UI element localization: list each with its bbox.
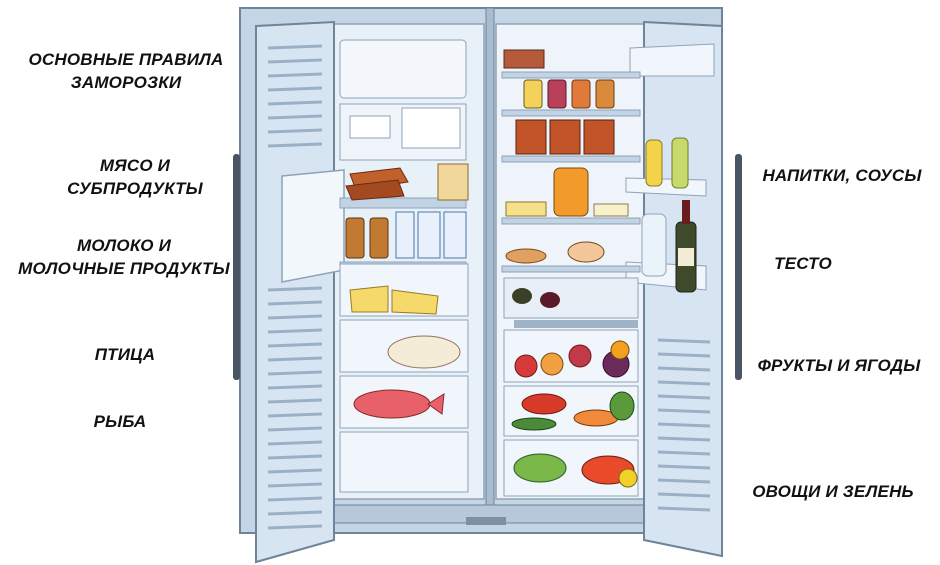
label-vegetables: ОВОЩИ И ЗЕЛЕНЬ: [736, 480, 930, 503]
apple-2: [568, 344, 592, 368]
label-meat-line-2: СУБПРОДУКТЫ: [67, 179, 203, 198]
sauce-bottle-yellow: [645, 139, 663, 187]
label-dough-line-1: ТЕСТО: [774, 254, 832, 273]
center-divider: [485, 7, 495, 524]
label-fruits: ФРУКТЫ И ЯГОДЫ: [742, 354, 936, 377]
fridge-shelf-5: [501, 265, 641, 273]
cheese-1: [349, 285, 389, 313]
ice-tray-right: [401, 107, 461, 149]
fridge-shelf-2: [501, 109, 641, 117]
label-freeze-rules-line-1: ОСНОВНЫЕ ПРАВИЛА: [28, 50, 224, 69]
freezer-door-vents: [267, 44, 323, 530]
cup-2: [549, 119, 581, 155]
milk-carton-2: [417, 211, 441, 259]
label-fish: РЫБА: [70, 410, 170, 433]
control-panel: [514, 320, 638, 328]
dairy-jar-2: [369, 217, 389, 259]
peach: [540, 352, 564, 376]
freezer-top-shelf: [339, 39, 467, 99]
label-poultry: ПТИЦА: [70, 343, 180, 366]
fridge-shelf-3: [501, 155, 641, 163]
juice-jug: [553, 167, 589, 217]
jar-4: [595, 79, 615, 109]
milk-carton-3: [443, 211, 467, 259]
egg-tray: [505, 201, 547, 217]
label-freeze-rules-line-2: ЗАМОРОЗКИ: [70, 73, 182, 92]
label-fruits-line-1: ФРУКТЫ И ЯГОДЫ: [757, 356, 921, 375]
broccoli: [609, 391, 635, 421]
jar-3: [571, 79, 591, 109]
label-dough: ТЕСТО: [748, 252, 858, 275]
label-dairy: МОЛОКО И МОЛОЧНЫЕ ПРОДУКТЫ: [4, 234, 244, 280]
freezer-handle: [233, 154, 240, 380]
fridge-handle: [735, 154, 742, 380]
label-drinks-line-1: НАПИТКИ, СОУСЫ: [762, 166, 922, 185]
cheese-2: [391, 289, 439, 315]
pastry-roll: [567, 241, 605, 263]
label-dairy-line-1: МОЛОКО И: [76, 236, 172, 255]
milk-carton-1: [395, 211, 415, 259]
lemon: [618, 468, 638, 488]
ice-tray-left: [349, 115, 391, 139]
jar-2: [547, 79, 567, 109]
ice-dispenser: [281, 169, 345, 283]
label-dairy-line-2: МОЛОЧНЫЕ ПРОДУКТЫ: [18, 259, 230, 278]
door-bin-top: [629, 43, 715, 77]
label-drinks: НАПИТКИ, СОУСЫ: [748, 164, 936, 187]
dairy-jar-1: [345, 217, 365, 259]
meat-pack-2: [345, 179, 405, 201]
apple-1: [514, 354, 538, 378]
cup-1: [515, 119, 547, 155]
label-meat: МЯСО И СУБПРОДУКТЫ: [40, 154, 230, 200]
freezer-shelf-meat: [339, 197, 467, 209]
plinth-foot: [466, 517, 506, 525]
fish: [353, 389, 431, 419]
label-poultry-line-1: ПТИЦА: [94, 345, 156, 364]
label-vegetables-line-1: ОВОЩИ И ЗЕЛЕНЬ: [752, 482, 914, 501]
wine-bottle-neck: [682, 200, 690, 224]
pastry-1: [505, 248, 547, 264]
greens: [513, 453, 567, 483]
label-fish-line-1: РЫБА: [93, 412, 147, 431]
fridge-shelf-4: [501, 217, 641, 225]
butter-dish: [593, 203, 629, 217]
jar-1: [523, 79, 543, 109]
wine-bottle-label: [678, 248, 694, 266]
drawer-bottom: [339, 431, 469, 493]
rack-bottle-2: [540, 292, 560, 308]
top-box: [503, 49, 545, 69]
cucumber: [511, 417, 557, 431]
label-meat-line-1: МЯСО И: [99, 156, 171, 175]
fish-tail: [427, 393, 445, 415]
orange: [610, 340, 630, 360]
sauce-bottle-green: [671, 137, 689, 189]
rack-bottle-1: [512, 288, 532, 304]
tomatoes: [521, 393, 567, 415]
chicken: [387, 335, 461, 369]
cup-3: [583, 119, 615, 155]
fridge-shelf-1: [501, 71, 641, 79]
label-freeze-rules: ОСНОВНЫЕ ПРАВИЛА ЗАМОРОЗКИ: [14, 48, 238, 94]
bottle-clear: [641, 213, 667, 277]
fridge-door-vents: [657, 338, 711, 512]
meat-box: [437, 163, 469, 201]
